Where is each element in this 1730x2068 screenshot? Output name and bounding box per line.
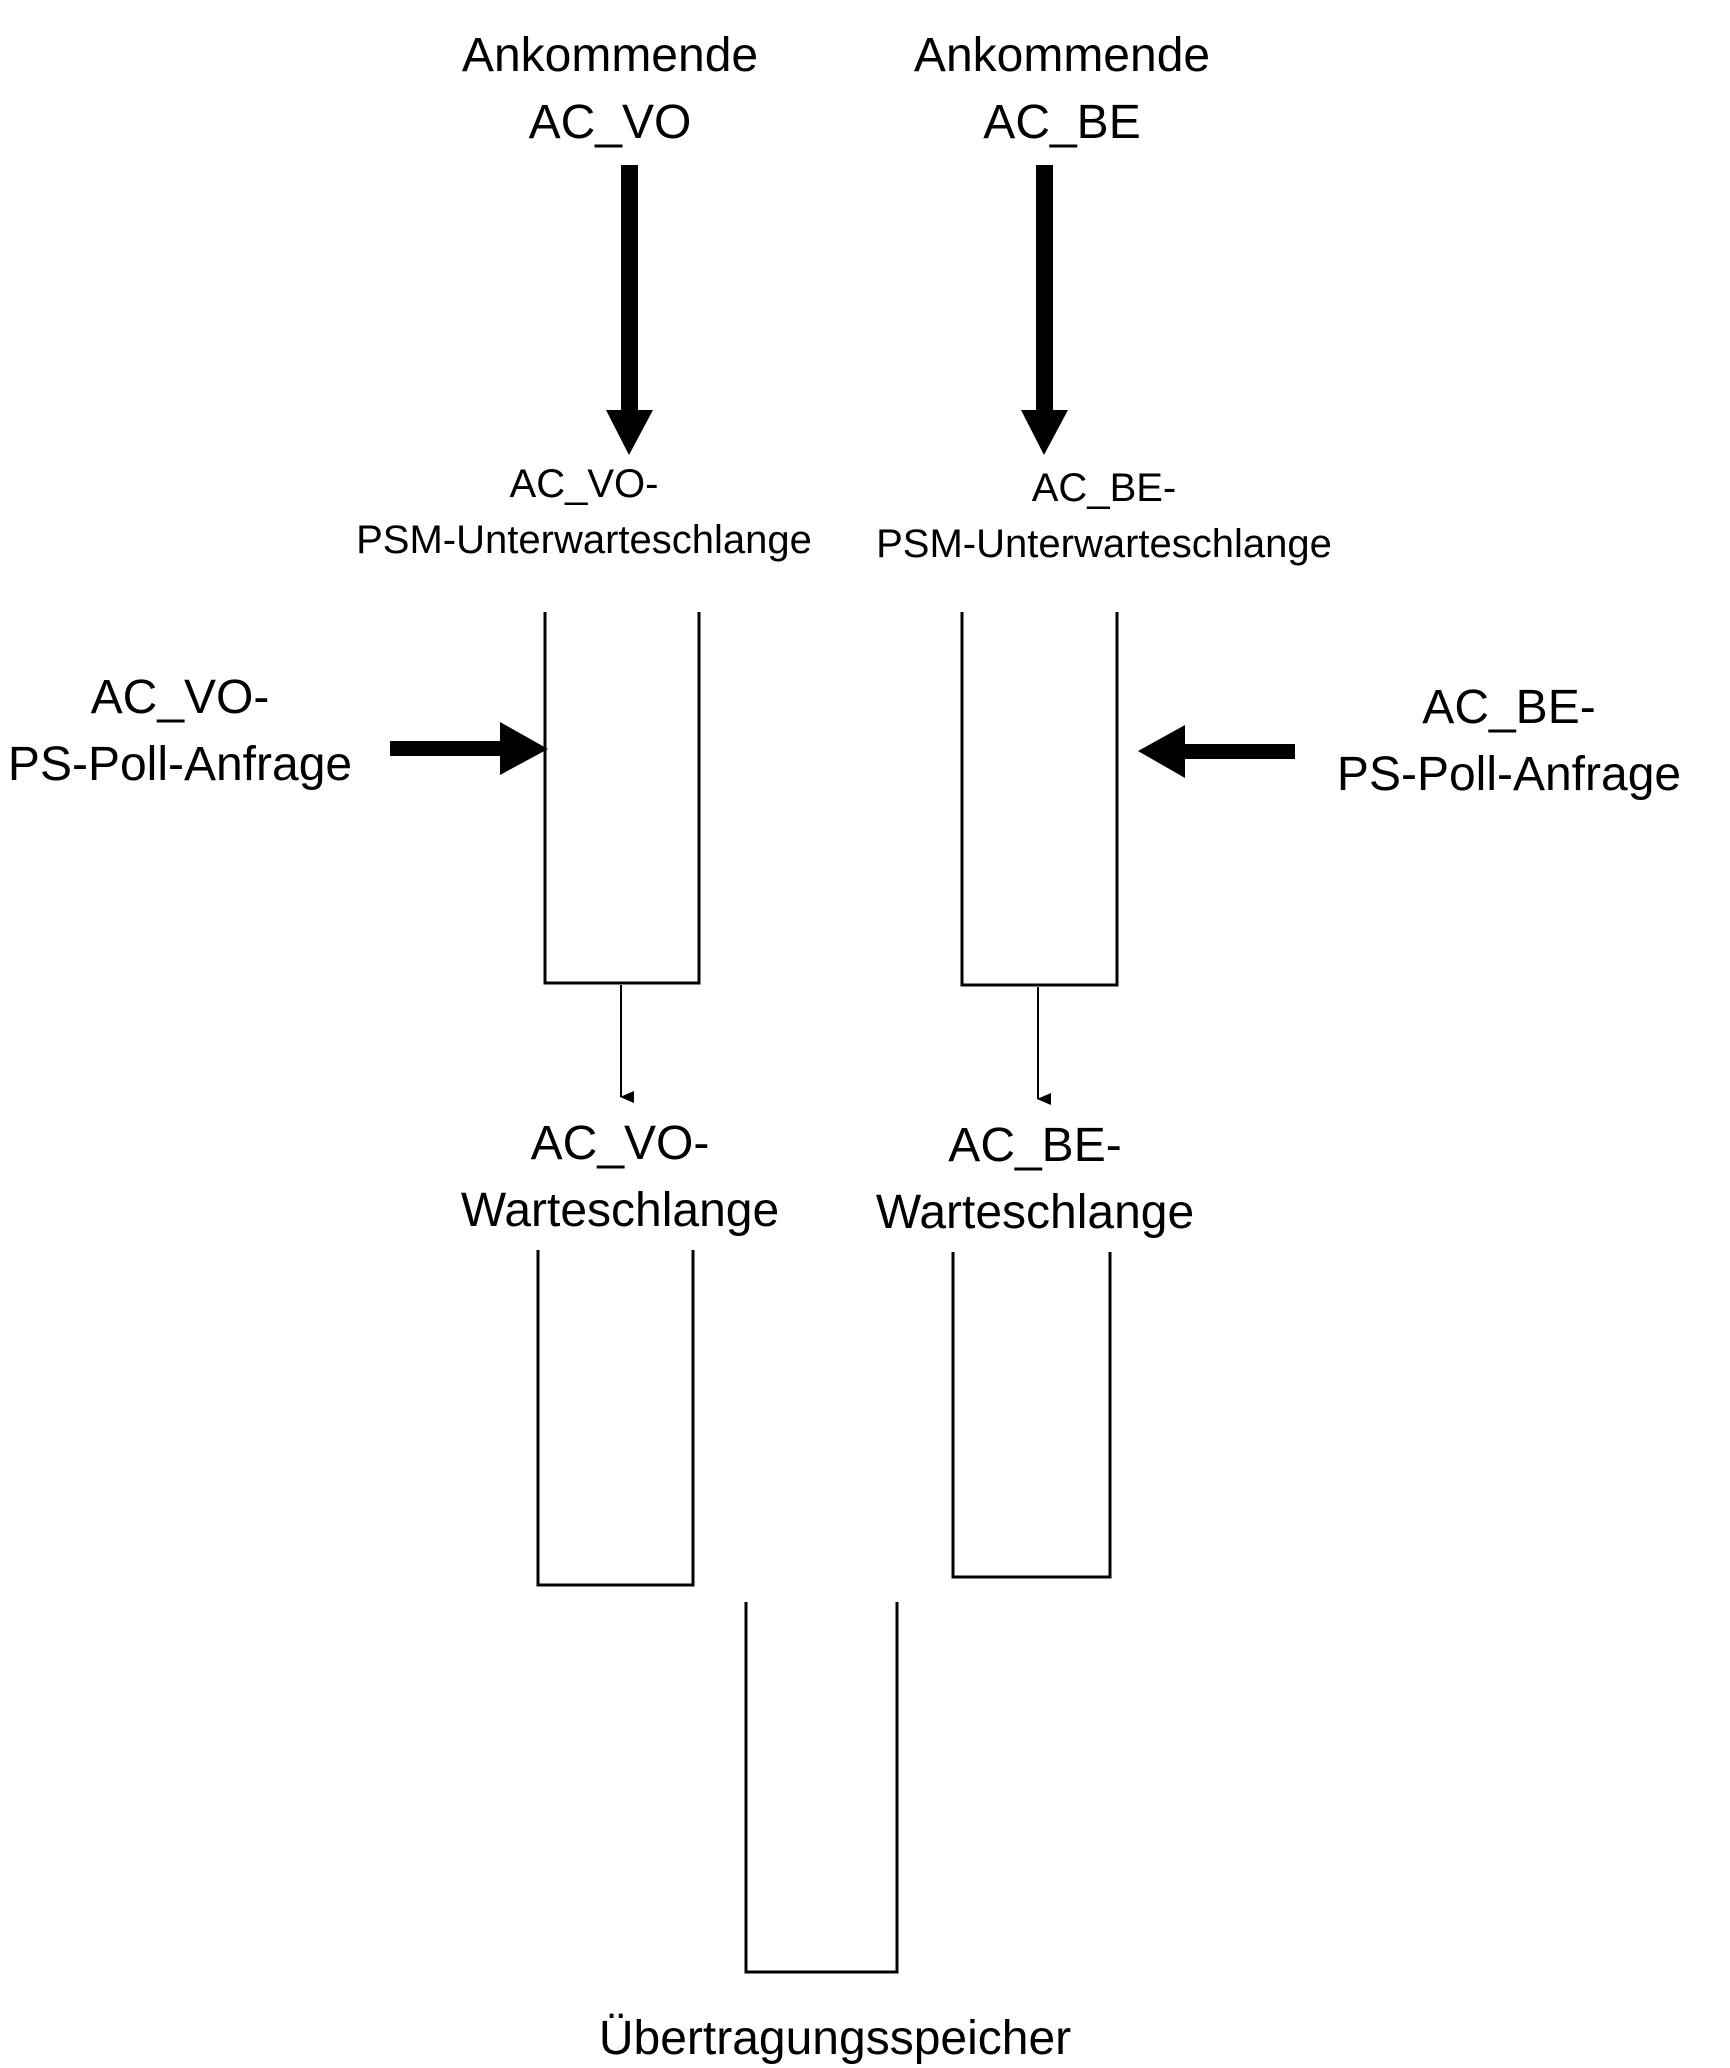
label-pspoll-vo: AC_VO- PS-Poll-Anfrage	[0, 664, 360, 798]
label-pspoll-be: AC_BE- PS-Poll-Anfrage	[1309, 674, 1709, 808]
label-psm-subqueue-be: AC_BE- PSM-Unterwarteschlange	[804, 460, 1404, 572]
label-queue-be: AC_BE- Warteschlange	[810, 1112, 1260, 1246]
label-pspoll-be-line2: PS-Poll-Anfrage	[1309, 741, 1709, 808]
label-pspoll-be-line1: AC_BE-	[1309, 674, 1709, 741]
label-incoming-vo-line2: AC_VO	[410, 89, 810, 156]
transmission-buffer	[746, 1602, 897, 1972]
label-incoming-be-line1: Ankommende	[862, 22, 1262, 89]
label-psm-be-line2: PSM-Unterwarteschlange	[804, 516, 1404, 572]
label-psm-subqueue-vo: AC_VO- PSM-Unterwarteschlange	[284, 456, 884, 568]
label-queue-vo-line1: AC_VO-	[395, 1110, 845, 1177]
label-incoming-vo: Ankommende AC_VO	[410, 22, 810, 156]
label-queue-be-line2: Warteschlange	[810, 1179, 1260, 1246]
label-queue-vo: AC_VO- Warteschlange	[395, 1110, 845, 1244]
label-pspoll-vo-line2: PS-Poll-Anfrage	[0, 731, 360, 798]
label-incoming-be-line2: AC_BE	[862, 89, 1262, 156]
label-psm-be-line1: AC_BE-	[804, 460, 1404, 516]
label-transmission-buffer: Übertragungsspeicher	[465, 2010, 1205, 2068]
label-psm-vo-line1: AC_VO-	[284, 456, 884, 512]
queue-vo	[538, 1250, 693, 1585]
label-queue-vo-line2: Warteschlange	[395, 1177, 845, 1244]
label-incoming-be: Ankommende AC_BE	[862, 22, 1262, 156]
arrow-incoming-vo	[606, 165, 653, 455]
arrow-pspoll-be	[1138, 725, 1295, 778]
arrow-incoming-be	[1021, 165, 1068, 455]
psm-subqueue-be	[962, 612, 1117, 985]
label-queue-be-line1: AC_BE-	[810, 1112, 1260, 1179]
queue-be	[953, 1252, 1110, 1577]
psm-subqueue-vo	[545, 612, 699, 983]
arrow-pspoll-vo	[390, 722, 548, 775]
label-incoming-vo-line1: Ankommende	[410, 22, 810, 89]
label-pspoll-vo-line1: AC_VO-	[0, 664, 360, 731]
label-psm-vo-line2: PSM-Unterwarteschlange	[284, 512, 884, 568]
